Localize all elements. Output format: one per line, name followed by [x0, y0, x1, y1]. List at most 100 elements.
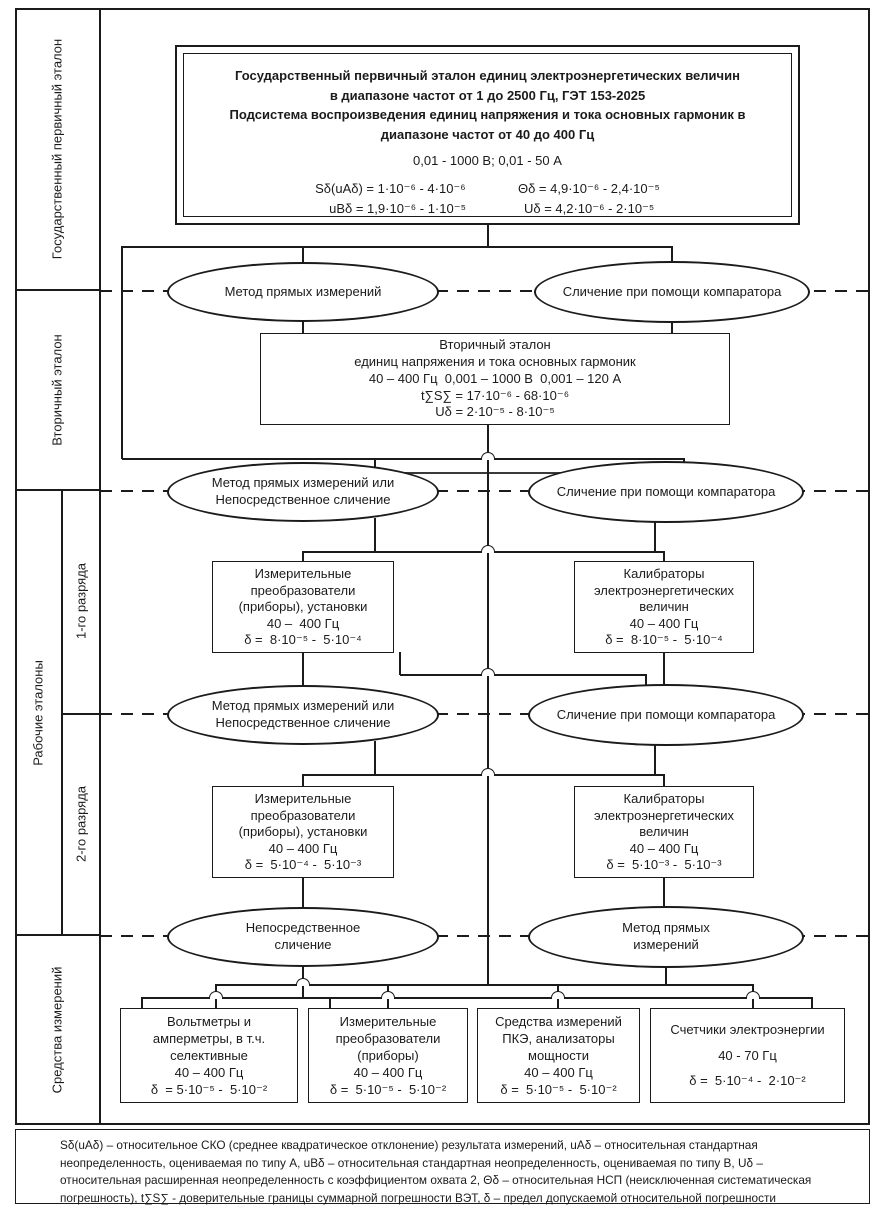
sidebar-label-instruments: Средства измерений: [49, 966, 65, 1094]
box-line: величин: [639, 599, 689, 615]
rank2-calibrators-box: Калибраторы электроэнергетических величи…: [574, 786, 754, 878]
box-line: (приборы), установки: [238, 599, 368, 615]
method-ellipse-direct-measurement: Метод прямых измерений: [167, 262, 439, 322]
connector-line: [399, 652, 401, 675]
method-label: Непосредственное сличение: [245, 920, 361, 952]
box-line: 40 – 400 Гц: [629, 615, 699, 631]
box-line: t∑S∑ = 17·10⁻⁶ - 68·10⁻⁶: [420, 387, 570, 403]
box-line: селективные: [170, 1047, 248, 1063]
box-line: δ = 5·10⁻⁵ - 5·10⁻²: [150, 1081, 268, 1097]
box-line: 40 – 400 Гц: [524, 1064, 593, 1080]
voltmeters-ammeters-box: Вольтметры и амперметры, в т.ч. селектив…: [120, 1008, 298, 1103]
connector-line: [654, 521, 656, 553]
title-line: в диапазоне частот от 1 до 2500 Гц, ГЭТ …: [329, 87, 646, 103]
rank1-calibrators-box: Калибраторы электроэнергетических величи…: [574, 561, 754, 653]
connector-line: [329, 997, 331, 1009]
box-line: δ = 5·10⁻³ - 5·10⁻³: [606, 857, 722, 873]
electricity-meters-box: Счетчики электроэнергии 40 - 70 Гц δ = 5…: [650, 1008, 845, 1103]
line-hop: [481, 768, 495, 776]
method-ellipse-direct-measurement: Метод прямых измерений: [528, 906, 804, 968]
box-line: 40 – 400 Гц: [353, 1064, 423, 1080]
method-ellipse-comparator: Сличение при помощи компаратора: [528, 684, 804, 746]
connector-line: [302, 774, 304, 787]
connector-line: [302, 652, 304, 688]
power-quality-analyzers-box: Средства измерений ПКЭ, анализаторы мощн…: [477, 1008, 640, 1103]
footnote-text: Sδ(uAδ) – относительное СКО (среднее ква…: [60, 1138, 812, 1206]
connector-line: [645, 674, 647, 686]
box-line: Измерительные: [339, 1013, 437, 1029]
box-line: δ = 5·10⁻⁵ - 5·10⁻²: [500, 1081, 617, 1097]
connector-line: [811, 997, 813, 1009]
box-line: Uδ = 2·10⁻⁵ - 8·10⁻⁵: [435, 404, 555, 420]
sidebar-section-line: [15, 489, 100, 491]
method-label: Сличение при помощи компаратора: [556, 706, 776, 722]
connector-line: [374, 458, 376, 469]
dashed-divider: [100, 935, 868, 937]
box-line: 40 – 400 Гц: [268, 840, 338, 856]
line-hop: [481, 545, 495, 553]
connector-line: [665, 965, 667, 986]
formula-column-right: Θδ = 4,9·10⁻⁶ - 2,4·10⁻⁵ Uδ = 4,2·10⁻⁶ -…: [518, 179, 660, 219]
connector-line: [302, 551, 304, 562]
box-line: 40 – 400 Гц: [174, 1064, 244, 1080]
method-label: Сличение при помощи компаратора: [556, 483, 776, 499]
connector-line: [663, 551, 665, 562]
box-line: δ = 8·10⁻⁵ - 5·10⁻⁴: [244, 632, 362, 648]
title-line: Государственный первичный эталон единиц …: [235, 68, 740, 83]
method-label: Метод прямых измерений: [224, 283, 382, 299]
line-hop: [746, 991, 760, 999]
method-label: Метод прямых измерений: [622, 920, 710, 952]
connector-line: [122, 246, 673, 248]
sidebar-label-rank1: 1-го разряда: [73, 562, 89, 640]
connector-line: [302, 877, 304, 908]
connector-line: [121, 246, 123, 459]
rank2-transducers-box: Измерительные преобразователи (приборы),…: [212, 786, 394, 878]
connector-line: [663, 877, 665, 908]
box-line: δ = 5·10⁻⁴ - 5·10⁻³: [244, 857, 362, 873]
box-line: δ = 8·10⁻⁵ - 5·10⁻⁴: [605, 632, 723, 648]
secondary-standard-box: Вторичный эталон единиц напряжения и ток…: [260, 333, 730, 425]
connector-line: [374, 741, 376, 776]
box-line: единиц напряжения и тока основных гармон…: [354, 354, 636, 370]
box-line: преобразователи: [250, 807, 356, 823]
box-line: преобразователи: [335, 1030, 441, 1046]
formula: Uδ = 4,2·10⁻⁶ - 2·10⁻⁵: [523, 201, 655, 217]
box-line: Измерительные: [254, 791, 352, 806]
box-line: δ = 5·10⁻⁴ - 2·10⁻²: [689, 1073, 806, 1089]
diagram-frame: [15, 8, 870, 1125]
connector-line: [216, 984, 754, 986]
line-hop: [381, 991, 395, 999]
box-line: ПКЭ, анализаторы: [502, 1030, 615, 1046]
rank1-transducers-box: Измерительные преобразователи (приборы),…: [212, 561, 394, 653]
line-hop: [209, 991, 223, 999]
measuring-transducers-box: Измерительные преобразователи (приборы) …: [308, 1008, 468, 1103]
box-line: электроэнергетических: [593, 582, 735, 598]
dashed-divider: [100, 490, 868, 492]
connector-line: [302, 321, 304, 334]
box-line: величин: [639, 824, 689, 840]
box-line: Вторичный эталон: [439, 337, 551, 353]
box-line: 40 – 400 Гц 0,001 – 1000 В 0,001 – 120 А: [368, 370, 622, 386]
formula-column-left: Sδ(uAδ) = 1·10⁻⁶ - 4·10⁻⁶ uBδ = 1,9·10⁻⁶…: [315, 179, 466, 219]
dashed-divider: [100, 290, 868, 292]
connector-line: [663, 652, 665, 687]
sidebar-section-line: [61, 713, 100, 715]
box-line: преобразователи: [250, 582, 356, 598]
connector-line: [663, 774, 665, 787]
method-ellipse-direct-or-comparison: Метод прямых измерений или Непосредствен…: [167, 462, 439, 522]
box-line: 40 – 400 Гц: [629, 840, 699, 856]
connector-line: [142, 997, 813, 999]
connector-line: [487, 424, 489, 985]
dashed-divider: [100, 713, 868, 715]
method-ellipse-comparator: Сличение при помощи компаратора: [528, 461, 804, 523]
connector-line: [374, 518, 376, 553]
connector-line: [654, 743, 656, 776]
connector-line: [122, 458, 685, 460]
connector-line: [671, 246, 673, 266]
sidebar-label-secondary: Вторичный эталон: [49, 334, 65, 446]
connector-line: [671, 321, 673, 334]
box-line: Вольтметры и: [166, 1013, 252, 1029]
box-line: мощности: [528, 1047, 589, 1063]
connector-line: [405, 472, 562, 474]
